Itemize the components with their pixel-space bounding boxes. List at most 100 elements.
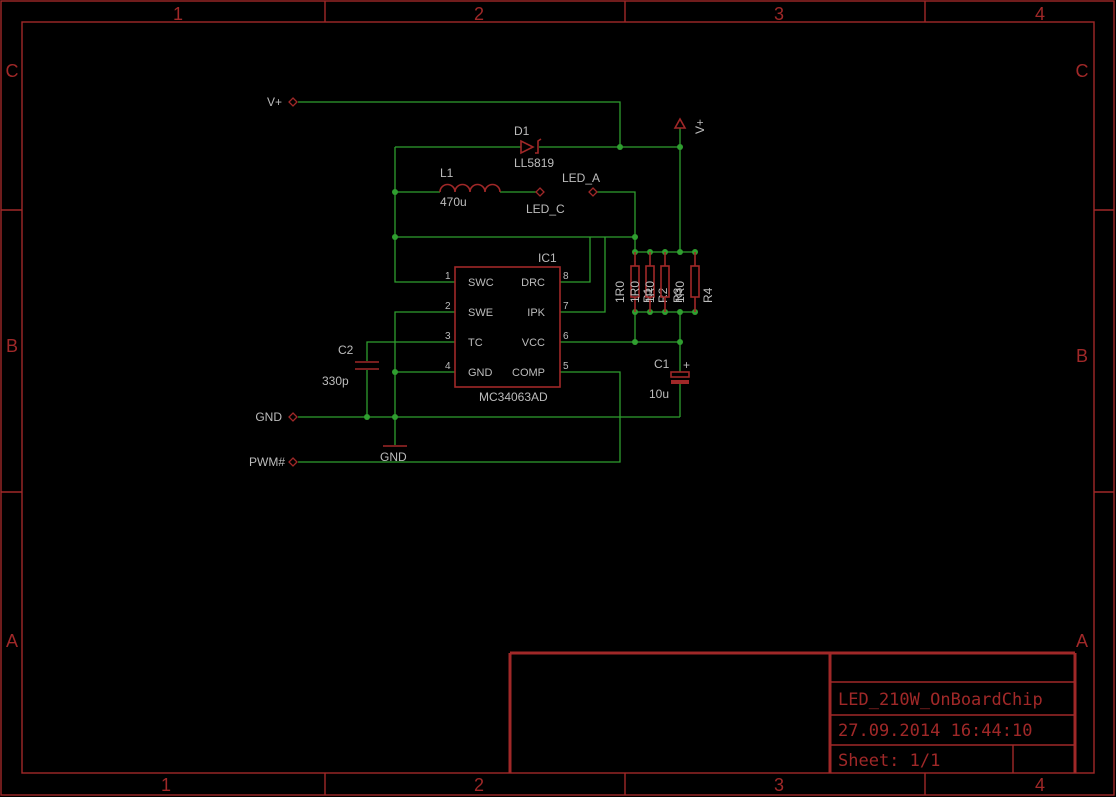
part-value: LL5819 (514, 156, 554, 170)
junction (677, 309, 683, 315)
junction (392, 189, 398, 195)
part-value: MC34063AD (479, 390, 548, 404)
supply-label: GND (380, 450, 407, 464)
pin-number: 6 (563, 331, 569, 342)
drawing-date: 27.09.2014 16:44:10 (838, 721, 1032, 741)
connector-led-a[interactable]: LED_A (562, 171, 600, 197)
zone-label-bottom-1: 1 (161, 775, 171, 795)
diode-icon (520, 139, 535, 155)
connector-label: PWM# (249, 455, 285, 469)
pin-number: 2 (445, 301, 451, 312)
net-connectors: V+ GND PWM# LED_C LED_A (249, 95, 600, 469)
resistor-icon (690, 265, 700, 298)
connector-pwm[interactable]: PWM# (249, 455, 298, 469)
connector-label: LED_A (562, 171, 600, 185)
supply-label: V+ (693, 119, 707, 134)
pin-name: GND (468, 367, 493, 379)
zone-label-right-c: C (1076, 61, 1089, 81)
pin-number: 1 (445, 271, 451, 282)
capacitor-c1[interactable]: + C1 10u (649, 357, 690, 401)
zone-label-left-a: A (6, 631, 18, 651)
part-value: 1R0 (628, 281, 642, 303)
zone-label-bottom-4: 4 (1035, 775, 1045, 795)
vplus-supply-icon (673, 117, 687, 129)
pin-name: SWE (468, 307, 493, 319)
wire-vplus-input (298, 101, 621, 147)
connector-gnd[interactable]: GND (255, 410, 298, 424)
wire-tc (366, 341, 455, 361)
sheet-number: Sheet: 1/1 (838, 751, 940, 771)
connector-diamond-icon (588, 187, 598, 197)
junction (392, 369, 398, 375)
part-value: 330p (322, 374, 349, 388)
zone-label-left-c: C (6, 61, 19, 81)
connector-diamond-icon (288, 412, 298, 422)
pin-number: 8 (563, 271, 569, 282)
part-name: C2 (338, 343, 354, 357)
zone-label-top-2: 2 (474, 4, 484, 24)
junction (392, 414, 398, 420)
connector-vplus[interactable]: V+ (267, 95, 298, 109)
connector-led-c[interactable]: LED_C (526, 187, 565, 216)
supply-vplus: V+ (673, 117, 707, 134)
pin-number: 7 (563, 301, 569, 312)
diode-d1[interactable]: D1 LL5819 (514, 124, 554, 170)
zone-label-top-4: 4 (1035, 4, 1045, 24)
connector-label: V+ (267, 95, 282, 109)
inductor-icon (439, 183, 501, 193)
part-value: 470u (440, 195, 467, 209)
wire-ipk (560, 237, 606, 313)
pin-name: COMP (512, 367, 545, 379)
zone-label-bottom-2: 2 (474, 775, 484, 795)
capacitor-plate-icon (670, 371, 690, 378)
part-value: 1R0 (673, 281, 687, 303)
wire-drc (560, 237, 591, 283)
connector-label: LED_C (526, 202, 565, 216)
pin-number: 4 (445, 361, 451, 372)
junction (677, 249, 683, 255)
zone-label-right-a: A (1076, 631, 1088, 651)
drawing-name: LED_210W_OnBoardChip (838, 690, 1043, 710)
zone-label-top-1: 1 (173, 4, 183, 24)
resistor-r4[interactable]: 1R0 R4 (673, 252, 715, 312)
part-name: C1 (654, 357, 670, 371)
connector-diamond-icon (288, 457, 298, 467)
ic-ic1[interactable]: IC1 MC34063AD 1 SWC 2 SWE 3 TC 4 GND 8 D… (445, 251, 569, 404)
pin-number: 5 (563, 361, 569, 372)
title-block: LED_210W_OnBoardChip 27.09.2014 16:44:10… (508, 651, 1077, 773)
part-name: R1 (641, 287, 655, 303)
connector-diamond-icon (535, 187, 545, 197)
pin-name: SWC (468, 277, 494, 289)
zone-label-left-b: B (6, 336, 18, 356)
pin-number: 3 (445, 331, 451, 342)
zone-label-right-b: B (1076, 346, 1088, 366)
part-name: R4 (701, 287, 715, 303)
part-name: L1 (440, 166, 454, 180)
pin-name: TC (468, 337, 483, 349)
wire-led-a (597, 191, 636, 252)
connector-label: GND (255, 410, 282, 424)
pin-name: VCC (522, 337, 545, 349)
part-name: R2 (656, 287, 670, 303)
capacitor-c2[interactable]: C2 330p (322, 343, 379, 388)
part-value: 1R0 (643, 281, 657, 303)
resistor-r1[interactable]: 1R0 R1 (613, 252, 655, 312)
part-value: 1R0 (613, 281, 627, 303)
inductor-l1[interactable]: L1 470u (439, 166, 501, 209)
resistor-r3[interactable]: 1R0 R3 (643, 252, 685, 312)
part-name: IC1 (538, 251, 557, 265)
junction (364, 414, 370, 420)
pin-name: DRC (521, 277, 545, 289)
junction (632, 234, 638, 240)
junction (392, 234, 398, 240)
wire-comp-pwm (298, 371, 621, 463)
capacitor-plate-icon (671, 380, 689, 384)
resistor-r2[interactable]: 1R0 R2 (628, 252, 670, 312)
schottky-bar-icon (535, 138, 542, 154)
ic-body (454, 266, 561, 388)
junction (677, 339, 683, 345)
wire-swe (394, 311, 455, 445)
connector-diamond-icon (288, 97, 298, 107)
